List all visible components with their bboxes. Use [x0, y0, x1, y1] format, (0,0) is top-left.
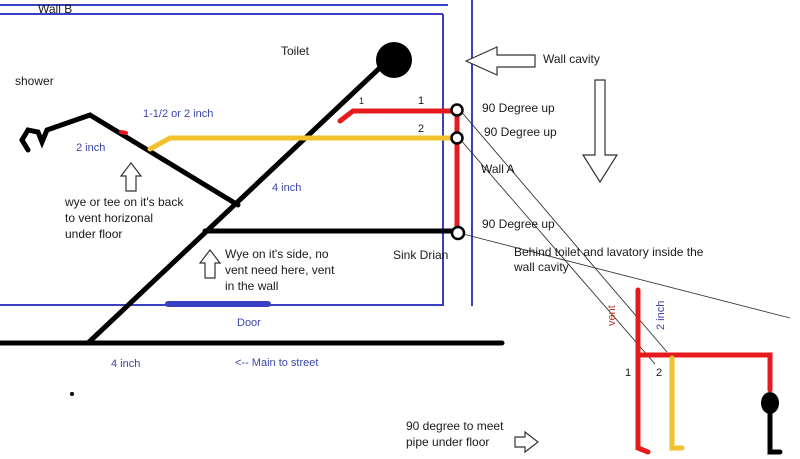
red-vent-toilet — [337, 108, 460, 124]
shower-drain-line — [19, 112, 241, 208]
right-arrow-floor — [514, 430, 539, 454]
label-wye-tee-2: to vent horizonal — [65, 211, 153, 225]
label-ninety-up-1: 90 Degree up — [482, 101, 555, 115]
yellow-vent-shower — [147, 135, 460, 152]
toilet-flange — [376, 42, 412, 78]
up-arrow-wye-tee — [119, 162, 143, 192]
down-arrow-large — [581, 79, 619, 184]
wall-cavity-arrow — [464, 46, 536, 76]
arrows — [119, 46, 619, 454]
red-mark-shower — [119, 130, 128, 135]
label-vent-vertical: vent — [606, 305, 618, 326]
label-four-inch-diag: 4 inch — [272, 182, 301, 194]
label-door: Door — [237, 317, 261, 329]
label-ninety-up-3: 90 Degree up — [482, 217, 555, 231]
label-ninety-meet-2: pipe under floor — [406, 435, 489, 449]
label-wye-tee-3: under floor — [65, 227, 122, 241]
vent-drain-detail — [767, 397, 783, 455]
leader-lines — [458, 108, 791, 365]
label-two-inch: 2 inch — [76, 142, 105, 154]
label-behind-1: Behind toilet and lavatory inside the — [514, 245, 704, 259]
red-vent-detail — [635, 287, 651, 455]
vent-lines — [119, 108, 773, 455]
label-sink-drain: Sink Drian — [393, 248, 448, 262]
label-num-1-small: 1 — [359, 96, 364, 106]
label-num-1-plan: 1 — [418, 95, 424, 107]
yellow-vent-detail — [669, 355, 685, 451]
label-shower: shower — [15, 74, 54, 88]
walls — [0, 0, 473, 307]
label-wall-b: Wall B — [38, 2, 72, 16]
label-num-1-detail: 1 — [625, 367, 631, 379]
fitting-2 — [450, 131, 464, 145]
label-toilet: Toilet — [281, 44, 310, 58]
label-wye-side-1: Wye on it's side, no — [225, 247, 329, 261]
red-horizontal-detail — [635, 352, 773, 393]
label-num-2-detail: 2 — [656, 367, 662, 379]
fitting-1 — [450, 103, 464, 117]
up-arrow-wye-side — [198, 249, 222, 279]
label-ninety-meet-1: 90 degree to meet — [406, 419, 504, 433]
label-wye-side-2: vent need here, vent — [225, 263, 335, 277]
label-wye-side-3: in the wall — [225, 279, 278, 293]
dot-mark — [70, 392, 74, 396]
label-main-to-street: <-- Main to street — [235, 357, 318, 369]
fitting-sink — [450, 225, 466, 241]
label-pipe-size-small: 1-1/2 or 2 inch — [143, 108, 213, 120]
label-num-2-plan: 2 — [418, 123, 424, 135]
label-wall-cavity: Wall cavity — [543, 52, 600, 66]
drain-lines — [0, 59, 783, 455]
label-wye-tee-1: wye or tee on it's back — [64, 195, 184, 209]
label-two-inch-vertical: 2 inch — [655, 301, 667, 330]
label-wall-a: Wall A — [481, 162, 515, 176]
label-behind-2: wall cavity — [513, 260, 569, 274]
label-ninety-up-2: 90 Degree up — [484, 125, 557, 139]
label-four-inch-main: 4 inch — [111, 358, 140, 370]
detail-fixture — [761, 392, 779, 414]
fittings — [450, 103, 466, 241]
